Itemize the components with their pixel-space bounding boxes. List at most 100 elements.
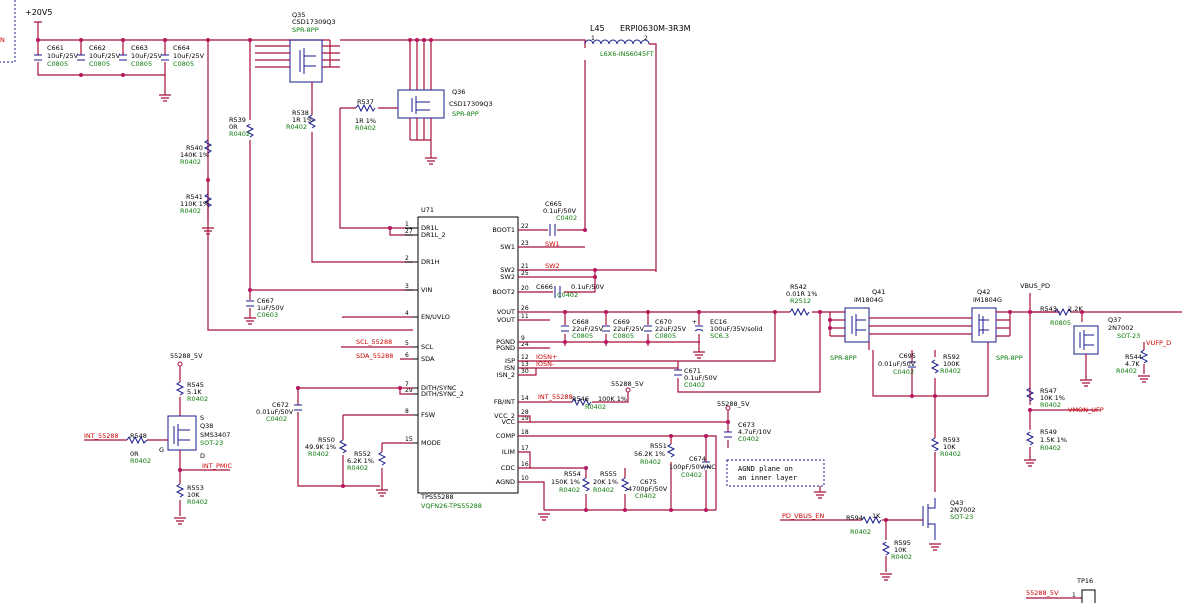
r542-ref: R542 [790, 283, 807, 291]
u71-right-pin-name: ISN_2 [497, 371, 515, 379]
u71-left-pin-name: SCL [421, 343, 434, 351]
res-r539: R539 0R R0402 [229, 116, 255, 138]
r592-val: 100K [943, 360, 960, 368]
q41-pkg: SPR-8PP [830, 354, 857, 362]
r538-ref: R538 [292, 109, 309, 117]
r543-val: 2.2K [1068, 305, 1083, 313]
sda-net: SDA_55288 [356, 352, 393, 360]
r553-pkg: R0402 [187, 498, 208, 506]
q41-val: iM1804G [854, 296, 883, 304]
r555-ref: R555 [600, 470, 617, 478]
ec16-ref: EC16 [710, 318, 727, 326]
q37-ref: Q37 [1108, 316, 1121, 324]
r550-val: 49.9K 1% [305, 443, 336, 451]
u71-right-pin-num: 17 [521, 445, 529, 452]
r547-ref: R547 [1040, 387, 1057, 395]
q38-gate-label: G [159, 446, 164, 454]
c664-pkg: C0805 [173, 60, 194, 68]
cap-c668: C668 22uF/25V C0805 [561, 318, 604, 340]
res-r543: R543 2.2K R0805 [1040, 305, 1083, 327]
r551-pkg: R0402 [640, 458, 661, 466]
iosn-plus-net: IOSN+ [536, 353, 557, 361]
r555-pkg: R0402 [593, 486, 614, 494]
u71-right-pin-num: 25 [521, 270, 529, 277]
r538-pkg: R0402 [286, 123, 307, 131]
cap-c674: C674 100pF/50V/NC C0402 [669, 455, 716, 479]
r540-pkg: R0402 [180, 158, 201, 166]
q38-drain-label: D [200, 452, 205, 460]
u71-right-pin-num: 28 [521, 409, 529, 416]
cap-ec16: + EC16 100uF/35V/solid SC6.3 [692, 318, 762, 340]
u71-right-pin-name: VCC_2 [494, 412, 515, 420]
r544-ref: R544 [1125, 353, 1142, 361]
ic-u71: U71 TPS55288 VQFN26-TPS55288 [417, 206, 519, 510]
c673-val: 4.7uF/10V [738, 428, 772, 436]
u71-right-pin-num: 14 [521, 395, 529, 402]
r546-pkg: R0402 [585, 403, 606, 411]
u71-pkg: VQFN26-TPS55288 [421, 502, 482, 510]
res-r546: R546 100K 1% R0402 [571, 395, 627, 411]
u71-right-pin-num: 11 [521, 313, 529, 320]
r547-pkg: R0402 [1040, 401, 1061, 409]
res-r594: R594 1K R0402 [846, 512, 882, 536]
u71-right-pin-name: ILIM [502, 448, 515, 456]
q36-mosfet: Q36 CSD17309Q3 SPR-8PP [397, 88, 493, 119]
q37-mosfet: Q37 2N7002 SOT-23 [1073, 316, 1140, 355]
c670-val: 22uF/25V [655, 325, 687, 333]
q43-mosfet: Q43 2N7002 SOT-23 [922, 498, 976, 540]
res-r551: R551 56.2K 1% R0402 [634, 442, 676, 466]
u71-right-pin-name: BOOT2 [492, 288, 515, 296]
r592-ref: R592 [943, 353, 960, 361]
c667-val: 1uF/50V [257, 304, 284, 312]
c669-val: 22uF/25V [613, 325, 645, 333]
u71-left-pin-name: EN/UVLO [421, 313, 450, 321]
int-net-q38: INT_55288 [84, 432, 119, 440]
u71-left-pin-num: 1 [405, 221, 409, 228]
cap-c675: C675 4700pF/50V C0402 [628, 478, 668, 500]
res-r548: R548 0R R0402 [126, 432, 151, 465]
u71-right-pin-num: 12 [521, 354, 529, 361]
r541-pkg: R0402 [180, 207, 201, 215]
r549-val: 1.5K 1% [1040, 436, 1067, 444]
c671-pkg: C0402 [684, 381, 705, 389]
cap-c667: C667 1uF/50V C0603 [244, 297, 284, 325]
cap-c673: C673 4.7uF/10V C0402 [724, 421, 772, 443]
u71-left-pin-name: VIN [421, 286, 432, 294]
q42-val: iM1804G [973, 296, 1002, 304]
r552-ref: R552 [354, 450, 371, 458]
u71-right-pin-name: AGND [496, 478, 515, 486]
res-r547: R547 10K 1% R0402 [1025, 387, 1065, 409]
gnd-r595 [880, 573, 892, 581]
c675-ref: C675 [640, 478, 657, 486]
q35-ref: Q35 [292, 11, 305, 19]
r540-val: 140K 1% [180, 151, 209, 159]
q42-pkg: SPR-8PP [996, 354, 1023, 362]
c668-val: 22uF/25V [572, 325, 604, 333]
gnd-r549 [1024, 459, 1036, 467]
rail5-label-q38: 55288_5V [170, 352, 203, 360]
l45-pin1: 1 [591, 35, 595, 42]
u71-right-pin-num: 24 [521, 341, 529, 348]
cap-c695: C695 0.01uF/50V C0402 [878, 352, 916, 376]
r552-pkg: R0402 [347, 464, 368, 472]
r546-val: 100K 1% [598, 395, 627, 403]
r593-pkg: R0402 [940, 450, 961, 458]
l45-pin2: 2 [644, 35, 648, 42]
q36-val: CSD17309Q3 [449, 100, 493, 108]
c664-val: 10uF/25V [173, 52, 205, 60]
res-r541: R541 110K 1% R0402 [180, 193, 213, 215]
c666-pkg: C0402 [557, 291, 578, 299]
c661-ref: C661 [47, 44, 64, 52]
c668-pkg: C0805 [572, 332, 593, 340]
res-r595: R595 10K R0402 [881, 539, 912, 561]
test-point-tp16: 55288_5V TP16 1 [1026, 577, 1096, 603]
r541-ref: R541 [186, 193, 203, 201]
c666-ref: C666 [536, 283, 553, 291]
u71-left-pin-num: 6 [405, 352, 409, 359]
u71-left-pin-name: DITH/SYNC_2 [421, 390, 464, 398]
r550-ref: R550 [318, 436, 335, 444]
r545-pkg: R0402 [187, 395, 208, 403]
u71-left-pin-name: DR1L_2 [421, 231, 446, 239]
r538-val: 1R 1% [292, 116, 313, 124]
